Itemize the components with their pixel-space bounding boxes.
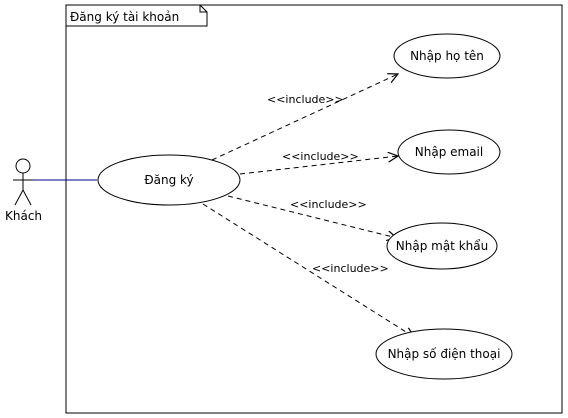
use-case-enter-password-shape [386,222,498,270]
include-arrow-name [211,74,398,161]
use-case-enter-password[interactable]: Nhập mật khẩu [386,222,498,270]
include-label-email: <<include>> [282,150,359,163]
actor-label: Khách [5,209,42,223]
include-arrow-password [227,195,397,238]
actor-khach[interactable]: Khách [5,158,42,223]
use-case-enter-email[interactable]: Nhập email [397,129,501,175]
use-case-enter-name-label: Nhập họ tên [410,49,484,63]
use-case-enter-password-label: Nhập mật khẩu [396,239,488,253]
use-case-enter-name[interactable]: Nhập họ tên [393,33,501,79]
include-label-name: <<include>> [267,93,344,106]
use-case-register[interactable]: Đăng ký [97,154,241,206]
include-arrow-phone [202,203,414,337]
frame-title-tab [65,4,208,27]
use-case-enter-name-shape [393,33,501,79]
use-case-enter-email-shape [397,129,501,175]
use-case-register-label: Đăng ký [144,173,193,187]
use-case-register-shape [97,154,241,206]
frame-title-fold [199,5,207,13]
include-label-phone: <<include>> [312,262,389,275]
frame-title: Đăng ký tài khoản [70,10,179,24]
use-case-enter-email-label: Nhập email [415,145,483,159]
actor-left-leg [14,189,24,206]
use-case-enter-phone-label: Nhập số điện thoại [388,347,501,361]
use-case-enter-phone[interactable]: Nhập số điện thoại [375,328,513,380]
use-case-enter-phone-shape [375,328,513,380]
actor-right-leg [22,189,32,206]
include-label-password: <<include>> [290,198,367,211]
actor-head [15,158,31,174]
